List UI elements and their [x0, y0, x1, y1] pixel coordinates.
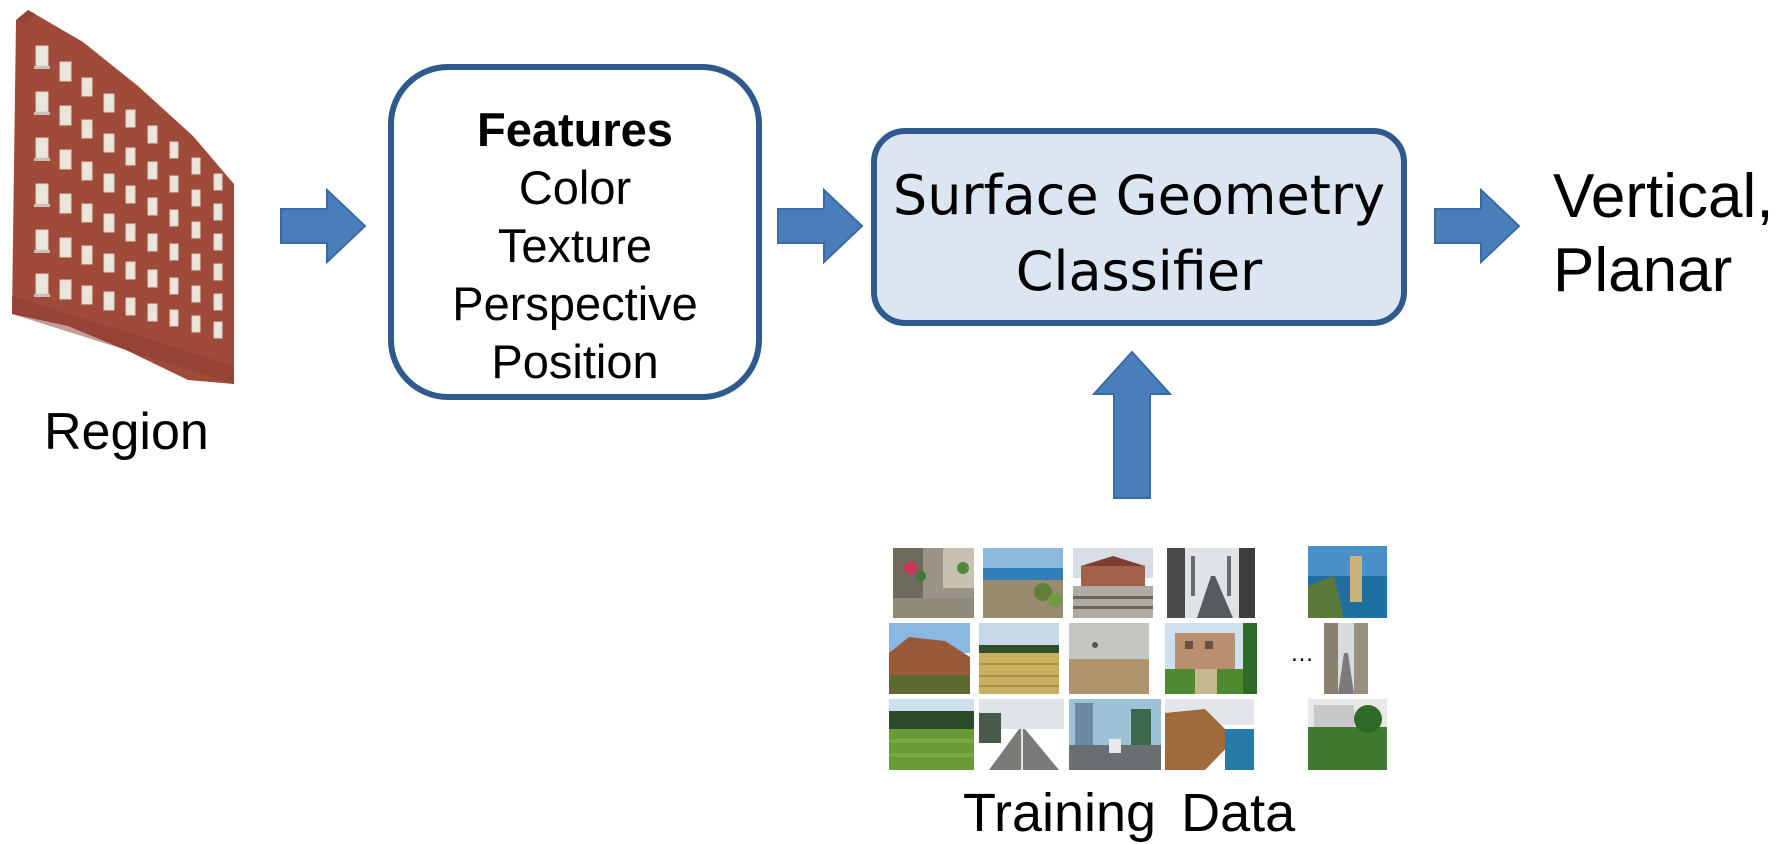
training-image-field: [979, 623, 1059, 694]
surface-geometry-classifier-box: Surface Geometry Classifier: [871, 128, 1407, 326]
region-label: Region: [44, 403, 209, 461]
training-image-snowy-road: [1167, 548, 1255, 618]
training-image-garden: [1308, 699, 1387, 770]
building-region-image: [12, 10, 234, 384]
output-label: Vertical, Planar: [1553, 160, 1774, 308]
training-image-highway: [979, 699, 1064, 770]
training-image-lawn: [889, 699, 974, 770]
classifier-title-line2: Classifier: [1015, 240, 1263, 303]
features-box: Features Color Texture Perspective Posit…: [388, 64, 762, 400]
training-image-street-flowers: [893, 548, 974, 618]
feature-texture: Texture: [497, 219, 653, 272]
feature-position: Position: [491, 335, 659, 388]
training-image-coast: [983, 548, 1063, 618]
training-image-city-street: [1069, 699, 1161, 770]
feature-perspective: Perspective: [452, 277, 698, 330]
right-arrow-icon: [777, 188, 864, 264]
training-image-station: [1073, 548, 1153, 618]
more-images-ellipsis: …: [1290, 640, 1316, 667]
right-arrow-icon: [1434, 188, 1521, 264]
training-data-label: Training Data: [963, 783, 1296, 843]
training-image-sea-rock: [1308, 546, 1387, 618]
training-image-cliff: [889, 623, 970, 694]
output-line2: Planar: [1553, 236, 1733, 305]
training-image-house: [1165, 623, 1257, 694]
right-arrow-icon: [280, 188, 367, 264]
feature-color: Color: [518, 161, 632, 214]
training-image-desert: [1069, 623, 1149, 694]
training-image-sea-cliff: [1165, 699, 1254, 770]
output-line1: Vertical,: [1553, 162, 1774, 231]
training-image-alley: [1324, 623, 1368, 694]
classifier-title-line1: Surface Geometry: [892, 164, 1386, 227]
features-title: Features: [477, 103, 673, 156]
up-arrow-icon: [1092, 350, 1172, 499]
